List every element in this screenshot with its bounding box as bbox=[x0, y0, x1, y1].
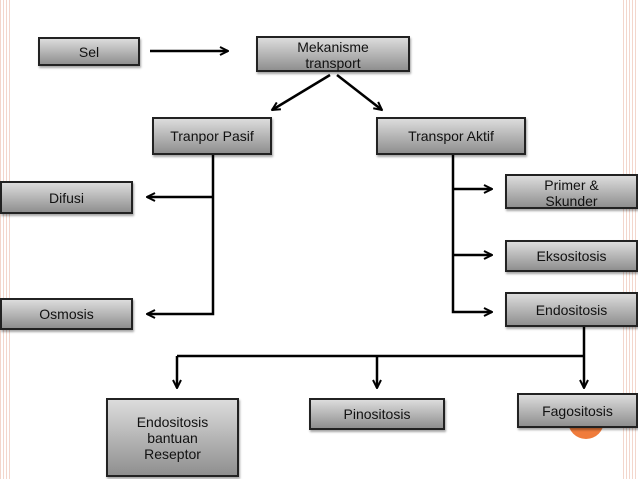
decorative-stripe-left bbox=[0, 0, 10, 479]
node-endositosis-label: Endositosis bbox=[535, 301, 608, 318]
node-eksositosis: Eksositosis bbox=[505, 240, 638, 272]
node-endositosis: Endositosis bbox=[505, 292, 638, 327]
node-endositosis-reseptor-label: Endositosis bantuan Reseptor bbox=[136, 413, 209, 462]
node-fagositosis: Fagositosis bbox=[517, 393, 638, 428]
node-pinositosis-label: Pinositosis bbox=[343, 406, 411, 422]
decorative-stripe-right bbox=[623, 0, 638, 479]
node-mekanisme-transport: Mekanisme transport bbox=[256, 36, 410, 72]
node-pinositosis: Pinositosis bbox=[309, 398, 445, 430]
line-aktif-trunk bbox=[451, 155, 492, 312]
node-osmosis-label: Osmosis bbox=[39, 306, 94, 322]
node-sel: Sel bbox=[38, 37, 140, 66]
arrow-mekanisme-aktif bbox=[336, 74, 382, 110]
node-primer-skunder: Primer & Skunder bbox=[505, 174, 638, 209]
node-sel-label: Sel bbox=[78, 43, 100, 60]
node-fagositosis-label: Fagositosis bbox=[542, 402, 613, 419]
node-primer-label: Primer & Skunder bbox=[544, 177, 599, 209]
node-aktif-label: Transpor Aktif bbox=[408, 128, 494, 144]
node-difusi: Difusi bbox=[0, 181, 133, 214]
node-osmosis: Osmosis bbox=[0, 298, 133, 330]
line-pasif-trunk bbox=[147, 155, 215, 314]
node-transpor-aktif: Transpor Aktif bbox=[376, 117, 526, 155]
node-endositosis-reseptor: Endositosis bantuan Reseptor bbox=[106, 398, 239, 477]
node-difusi-label: Difusi bbox=[48, 189, 84, 206]
arrow-mekanisme-pasif bbox=[272, 73, 331, 110]
node-mekanisme-label: Mekanisme transport bbox=[297, 39, 369, 71]
node-eksositosis-label: Eksositosis bbox=[536, 248, 607, 264]
node-pasif-label: Tranpor Pasif bbox=[170, 128, 254, 144]
node-tranpor-pasif: Tranpor Pasif bbox=[152, 117, 272, 155]
